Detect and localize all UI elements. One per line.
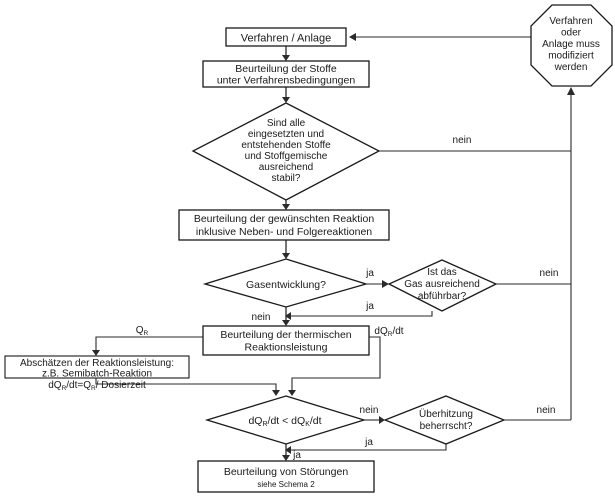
- label-gas-no: nein: [252, 312, 271, 323]
- assess-reaction-line-1: Beurteilung der gewünschten Reaktion: [194, 213, 375, 225]
- arrowhead: [288, 390, 296, 396]
- arrowhead: [567, 87, 575, 95]
- estimate-line-1: Abschätzen der Reaktionsleistung:: [20, 358, 174, 369]
- gas-removal-line-3: abführbar?: [418, 291, 467, 302]
- arrow-overheat-yes-return: [290, 444, 447, 451]
- stable-line-6: stabil?: [272, 173, 301, 184]
- start-box: Verfahren / Anlage: [225, 27, 347, 47]
- arrow-gas-removal-yes-return: [290, 311, 433, 317]
- label-qr: QR: [136, 325, 149, 337]
- label-overheat-no: nein: [537, 405, 556, 416]
- arrowhead: [282, 204, 290, 210]
- label-dqr-dt: dQR/dt: [374, 326, 403, 338]
- assess-reaction-line-2: inklusive Neben- und Folgereaktionen: [196, 226, 372, 238]
- modify-octagon: Verfahren oder Anlage muss modifiziert w…: [530, 4, 613, 87]
- decision-gas-evolution: Gasentwicklung?: [202, 258, 369, 308]
- modify-line-3: Anlage muss: [542, 39, 600, 50]
- overheat-line-2: beherrscht?: [420, 421, 473, 432]
- estimate-power-box: Abschätzen der Reaktionsleistung: z.B. S…: [4, 355, 190, 392]
- stable-line-2: eingesetzten und: [248, 129, 324, 140]
- disturbances-box: Beurteilung von Störungen siehe Schema 2: [197, 460, 375, 493]
- arrowhead: [382, 280, 389, 288]
- decision-heat-compare: dQR/dt < dQK/dt: [204, 395, 367, 445]
- label-compare-yes: ja: [292, 450, 301, 461]
- assess-thermal-line-2: Reaktionsleistung: [245, 342, 328, 354]
- arrow-thermal-dqr-to-compare: [291, 336, 381, 391]
- estimate-line-2: z.B. Semibatch-Reaktion: [42, 369, 152, 380]
- assess-reaction-box: Beurteilung der gewünschten Reaktion ink…: [178, 209, 390, 241]
- arrowhead: [379, 416, 385, 424]
- modify-line-4: modifiziert: [548, 51, 594, 62]
- gas-removal-line-2: Gas ausreichend: [404, 279, 480, 290]
- assess-thermal-box: Beurteilung der thermischen Reaktionslei…: [202, 325, 370, 356]
- decision-overheat: Überhitzung beherrscht?: [383, 395, 506, 445]
- assess-substances-line-1: Beurteilung der Stoffe: [235, 63, 337, 75]
- assess-thermal-line-1: Beurteilung der thermischen: [220, 329, 351, 341]
- estimate-formula: dQR/dt=QR/ Dosierzeit: [48, 380, 146, 392]
- arrowhead: [282, 97, 290, 103]
- label-gas-removal-yes: ja: [365, 301, 374, 312]
- gas-removal-line-1: Ist das: [427, 267, 456, 278]
- arrowhead: [282, 455, 290, 461]
- overheat-line-1: Überhitzung: [419, 408, 473, 420]
- stable-line-1: Sind alle: [267, 118, 306, 129]
- assess-substances-box: Beurteilung der Stoffe unter Verfahrensb…: [202, 60, 370, 88]
- arrowhead: [272, 390, 280, 396]
- arrowhead: [282, 320, 290, 326]
- arrowhead: [282, 55, 290, 61]
- arrowhead: [349, 33, 356, 41]
- arrowhead: [92, 350, 100, 356]
- stable-line-4: und Stoffgemische: [245, 151, 328, 162]
- disturbances-note: siehe Schema 2: [257, 480, 315, 489]
- stable-line-5: ausreichend: [259, 162, 313, 173]
- arrowhead: [285, 312, 291, 320]
- modify-line-1: Verfahren: [549, 16, 592, 27]
- start-label: Verfahren / Anlage: [241, 33, 332, 45]
- modify-line-2: oder: [561, 28, 582, 39]
- label-stable-no: nein: [453, 135, 472, 146]
- decision-substances-stable: Sind alle eingesetzten und entstehenden …: [191, 102, 381, 201]
- label-overheat-yes: ja: [364, 437, 373, 448]
- label-compare-no: nein: [360, 405, 379, 416]
- arrowhead: [282, 253, 290, 259]
- stable-line-3: entstehenden Stoffe: [241, 140, 331, 151]
- arrow-estimate-to-compare: [95, 378, 277, 391]
- edge-labels: nein ja nein ja nein QR dQR/dt nein nein…: [136, 135, 559, 461]
- assess-substances-line-2: unter Verfahrensbedingungen: [217, 75, 356, 87]
- connectors: [92, 33, 575, 461]
- label-gas-yes: ja: [365, 268, 374, 279]
- arrow-thermal-to-estimate: [95, 336, 203, 351]
- disturbances-label: Beurteilung von Störungen: [224, 466, 348, 478]
- arrowhead: [285, 446, 291, 454]
- gas-evolution-label: Gasentwicklung?: [246, 279, 326, 291]
- modify-line-5: werden: [554, 62, 588, 73]
- label-gas-removal-no: nein: [540, 268, 559, 279]
- decision-gas-removal: Ist das Gas ausreichend abführbar?: [387, 259, 498, 312]
- heat-compare-label: dQR/dt < dQK/dt: [248, 415, 321, 428]
